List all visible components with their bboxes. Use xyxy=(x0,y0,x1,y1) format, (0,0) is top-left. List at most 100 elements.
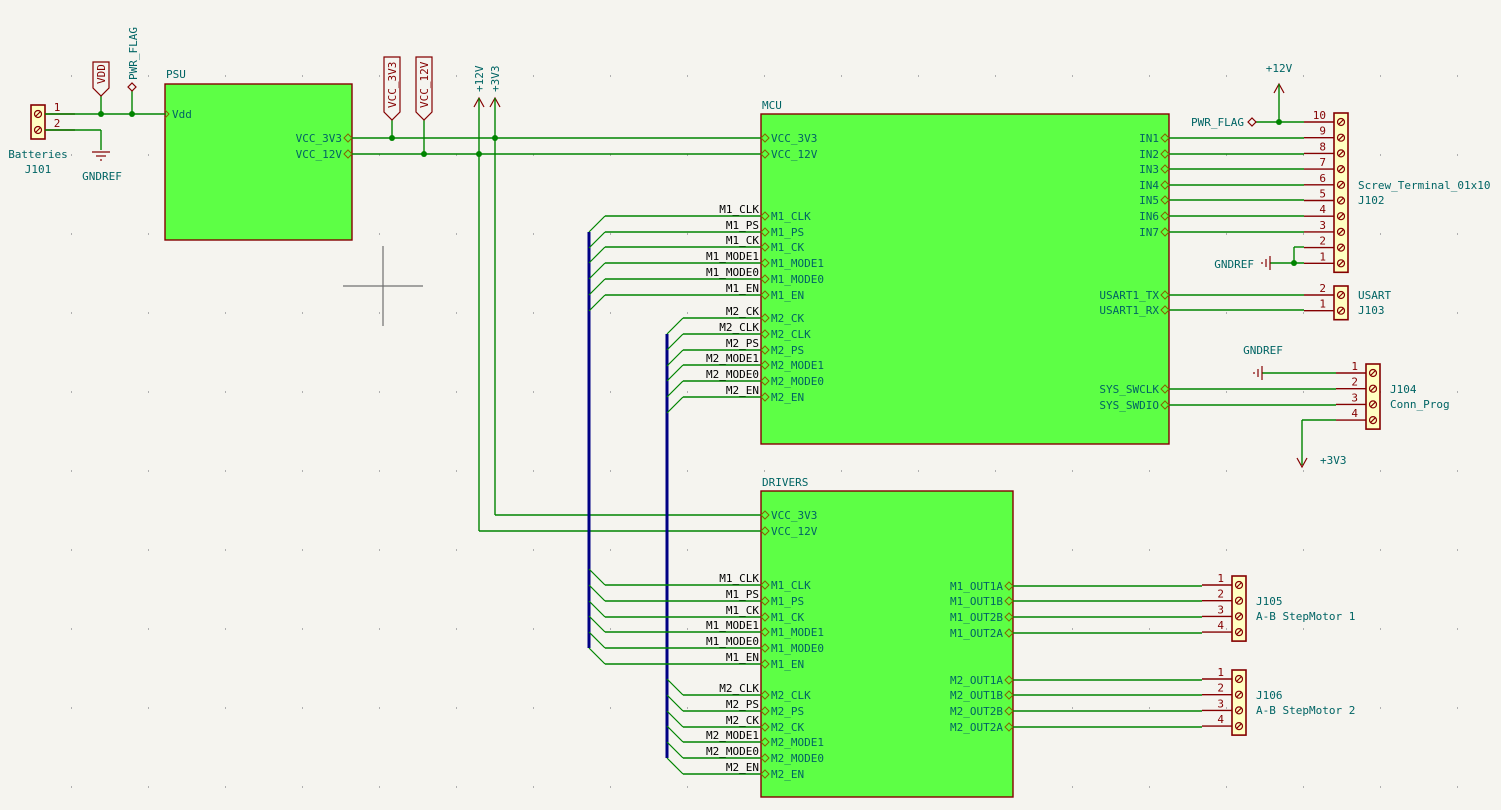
sheet-pin-label: IN7 xyxy=(1139,226,1159,239)
screw-terminal-icon xyxy=(1234,580,1244,590)
sheet-name-psu: PSU xyxy=(166,68,186,81)
sheet-pin-icon xyxy=(760,690,770,700)
sheet-pin-icon xyxy=(760,706,770,716)
connector-j105[interactable] xyxy=(1231,575,1247,642)
grid-dot xyxy=(1226,786,1227,788)
bus-entry xyxy=(588,294,606,312)
power-label-3v3: +3V3 xyxy=(1320,454,1347,467)
sheet-pin-label: IN6 xyxy=(1139,210,1159,223)
grid-dot xyxy=(610,470,611,472)
grid-dot xyxy=(1149,470,1150,472)
screw-slot xyxy=(1236,723,1242,730)
pin-number: 4 xyxy=(1217,713,1224,726)
connector-j104[interactable] xyxy=(1365,363,1381,430)
grid-dot xyxy=(148,391,149,393)
screw-slot xyxy=(1236,597,1242,604)
grid-dot xyxy=(995,75,996,77)
grid-dot xyxy=(841,470,842,472)
hierarchical-sheet-psu[interactable] xyxy=(164,83,353,241)
sheet-pin-label: M2_MODE0 xyxy=(771,752,824,765)
sheet-pin-label: IN3 xyxy=(1139,163,1159,176)
grid-dot xyxy=(456,391,457,393)
screw-terminal-icon xyxy=(1336,227,1346,236)
grid-dot xyxy=(687,233,688,235)
sheet-pin-label: VCC_3V3 xyxy=(771,509,817,522)
grid-dot xyxy=(148,154,149,156)
net-label: M1_EN xyxy=(726,282,759,295)
global-label[interactable] xyxy=(415,56,433,121)
hierarchical-sheet-drivers[interactable] xyxy=(760,490,1014,798)
bus-entry xyxy=(666,333,684,351)
sheet-pin-icon xyxy=(760,769,770,779)
screw-slot xyxy=(1370,385,1376,392)
sheet-pin-icon xyxy=(760,643,770,653)
net-label: M2_MODE1 xyxy=(706,729,759,742)
screw-slot xyxy=(1370,370,1376,376)
connector-ref: J102 xyxy=(1358,194,1385,207)
grid-dot xyxy=(610,312,611,314)
screw-terminal-icon xyxy=(1234,690,1244,699)
grid-dot xyxy=(379,549,380,551)
grid-dot xyxy=(533,75,534,77)
grid-dot xyxy=(1226,707,1227,709)
sheet-pin-label: IN2 xyxy=(1139,148,1159,161)
grid-dot xyxy=(610,628,611,630)
screw-slot xyxy=(1370,417,1376,424)
screw-slot xyxy=(1338,244,1344,251)
screw-slot xyxy=(1338,260,1344,267)
net-label: M2_EN xyxy=(726,384,759,397)
pin-number: 2 xyxy=(1319,282,1326,295)
net-label: M2_MODE1 xyxy=(706,352,759,365)
net-label: M2_CK xyxy=(726,305,759,318)
sheet-name-drivers: DRIVERS xyxy=(762,476,808,489)
sheet-pin-icon xyxy=(760,580,770,590)
grid-dot xyxy=(1303,312,1304,314)
grid-dot xyxy=(302,470,303,472)
connector-j106[interactable] xyxy=(1231,669,1247,736)
grid-dot xyxy=(225,628,226,630)
grid-dot xyxy=(687,707,688,709)
pin-number: 4 xyxy=(1351,407,1358,420)
connector-ref: J103 xyxy=(1358,304,1385,317)
grid-dot xyxy=(225,75,226,77)
grid-dot xyxy=(533,312,534,314)
grid-dot xyxy=(1380,154,1381,156)
grid-dot xyxy=(1226,470,1227,472)
power-label-gndref: GNDREF xyxy=(1214,258,1254,271)
sheet-pin-icon xyxy=(760,360,770,370)
grid-dot xyxy=(1303,154,1304,156)
connector-ref: J105 xyxy=(1256,595,1283,608)
pin-number: 2 xyxy=(1351,376,1358,389)
net-label: M1_PS xyxy=(726,219,759,232)
grid-dot xyxy=(687,549,688,551)
sheet-pin-label: M2_CK xyxy=(771,312,804,325)
connector-value: USART xyxy=(1358,289,1391,302)
sheet-pin-label: USART1_RX xyxy=(1099,304,1159,317)
grid-dot xyxy=(225,312,226,314)
sheet-pin-label: M2_OUT2A xyxy=(950,721,1003,734)
screw-slot xyxy=(1338,292,1344,298)
hierarchical-sheet-mcu[interactable] xyxy=(760,113,1170,445)
grid-dot xyxy=(1303,233,1304,235)
global-label[interactable] xyxy=(92,61,110,97)
screw-slot xyxy=(35,127,41,133)
sheet-pin-label: M2_EN xyxy=(771,768,804,781)
connector-value: A-B StepMotor 1 xyxy=(1256,610,1355,623)
net-label: M1_MODE1 xyxy=(706,250,759,263)
grid-dot xyxy=(533,628,534,630)
net-label: M1_PS xyxy=(726,588,759,601)
grid-dot xyxy=(533,707,534,709)
grid-dot xyxy=(1072,470,1073,472)
global-label[interactable] xyxy=(383,56,401,121)
pin-number: 8 xyxy=(1319,140,1326,153)
sheet-pin-label: M1_CK xyxy=(771,241,804,254)
grid-dot xyxy=(302,312,303,314)
grid-dot xyxy=(918,470,919,472)
sheet-pin-label: VCC_12V xyxy=(296,148,343,161)
grid-dot xyxy=(610,707,611,709)
grid-dot xyxy=(1457,707,1458,709)
net-label: M1_CLK xyxy=(719,572,759,585)
bus-entry xyxy=(666,710,684,728)
grid-dot xyxy=(1380,707,1381,709)
